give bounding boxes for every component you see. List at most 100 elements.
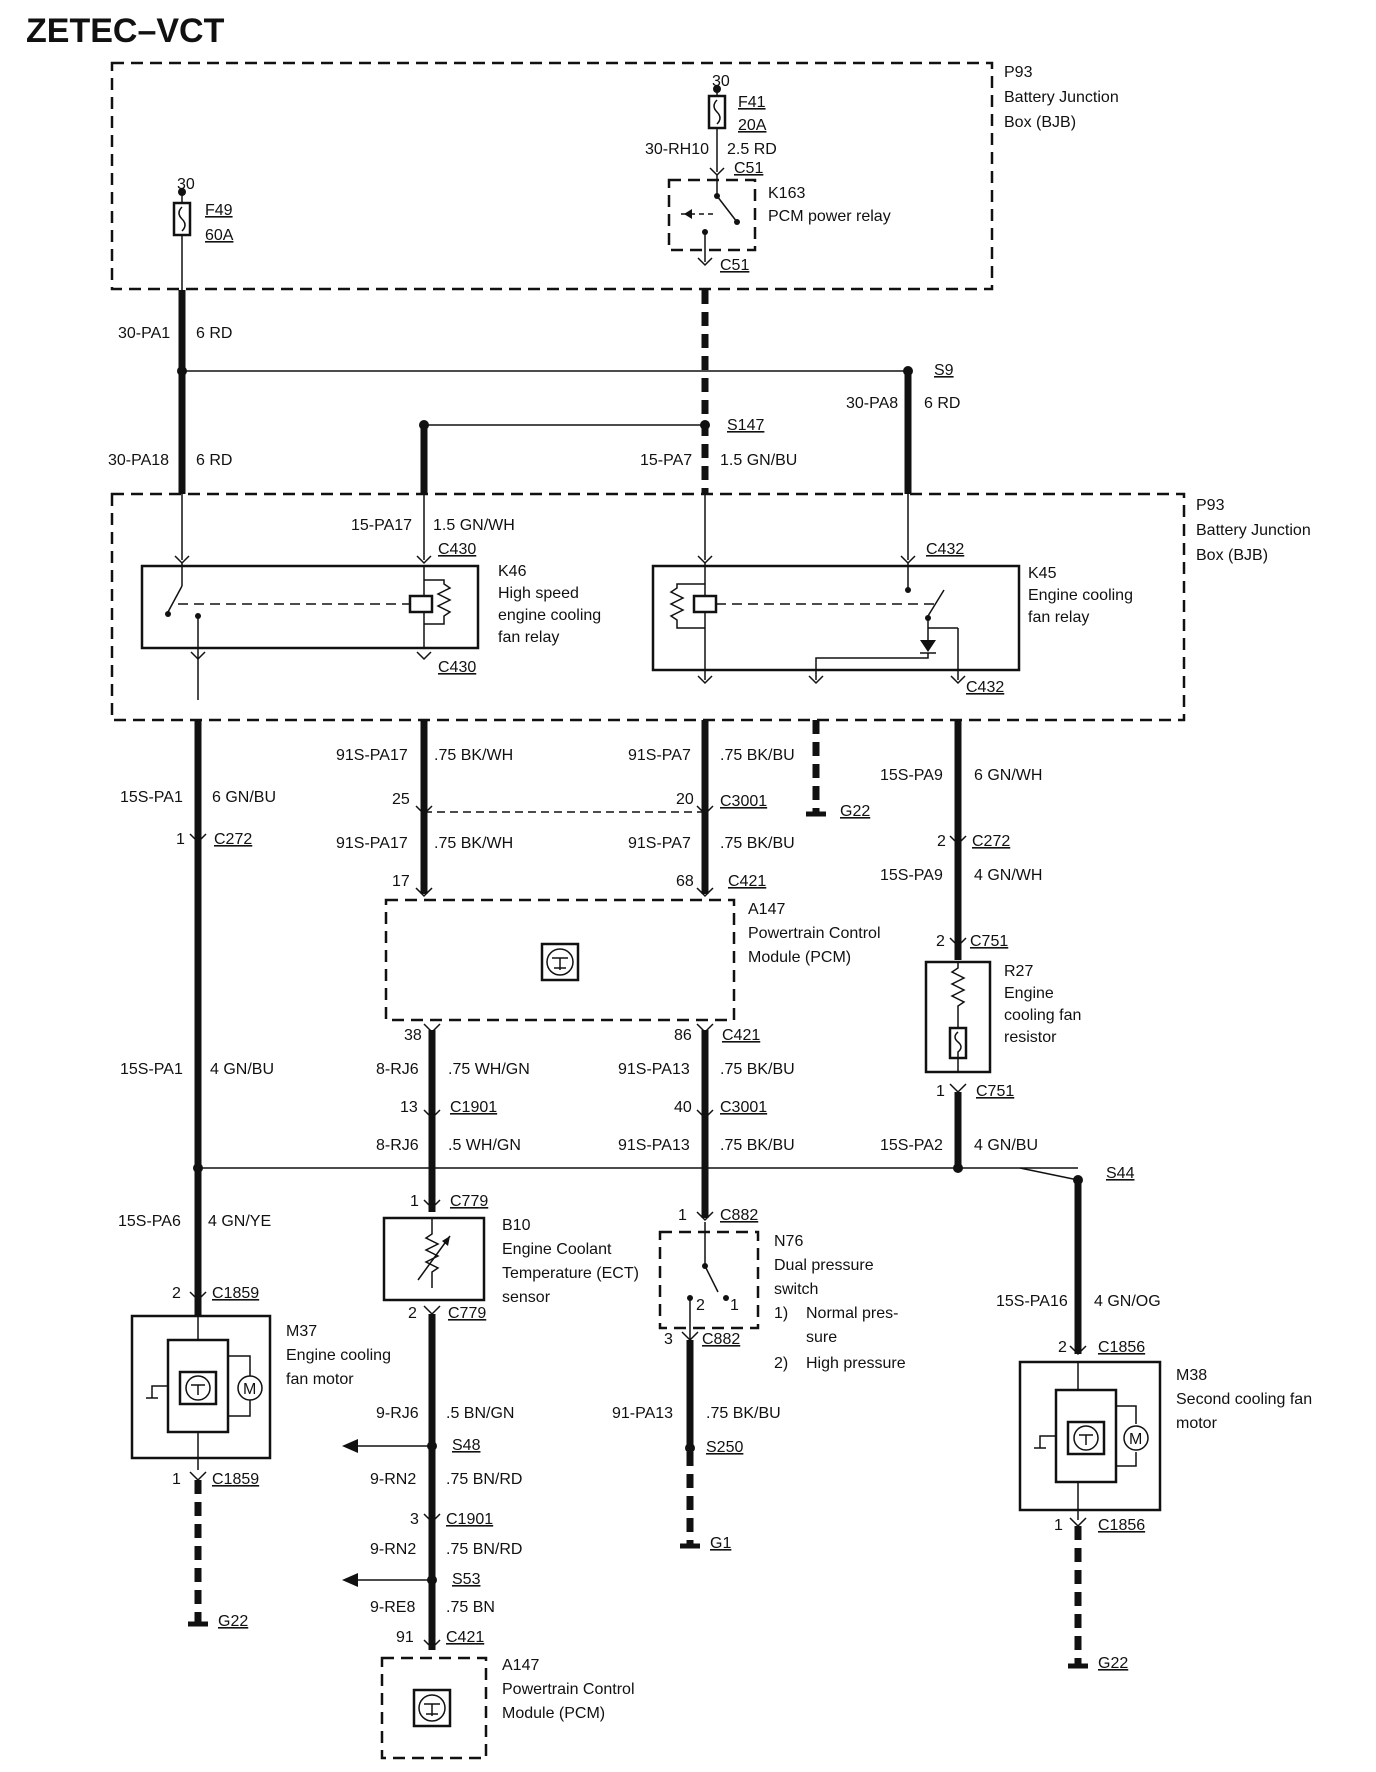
m38-desc-2: motor (1176, 1415, 1218, 1432)
pcm-icon-top-circle (546, 948, 574, 976)
a147-desc-a-1: Powertrain Control (748, 925, 881, 942)
n76-desc-2: switch (774, 1281, 818, 1298)
c51-connector-b (697, 257, 713, 267)
wire-15s-pa1-b-spec: 4 GN/BU (210, 1061, 274, 1078)
wire-15s-pa9-a-label: 15S-PA9 (880, 767, 943, 784)
c1859-label-b: C1859 (212, 1471, 259, 1488)
b10-desc-3: sensor (502, 1289, 551, 1306)
c1901-connector-a (423, 1109, 441, 1120)
k163-pivot (714, 193, 720, 199)
c1859-connector-a (189, 1291, 207, 1302)
c421-label-a: C421 (728, 873, 766, 890)
wire-30-pa18-spec: 6 RD (196, 452, 232, 469)
wire-91s-pa7-a-spec: .75 BK/BU (720, 747, 795, 764)
wire-91s-pa13-a-spec: .75 BK/BU (720, 1061, 795, 1078)
a147-pcm-top (384, 898, 736, 1022)
k45-label: K45 (1028, 565, 1057, 582)
s53-arrow (342, 1573, 358, 1587)
k46-switch-arm (167, 585, 183, 613)
n76-option-1-a: Normal pres- (806, 1305, 898, 1322)
c882-connector-a (696, 1211, 714, 1222)
m37-module-icon (178, 1370, 218, 1406)
wire-15s-pa1-b-label: 15S-PA1 (120, 1061, 183, 1078)
k45-conn-bottom-g (808, 675, 824, 685)
wire-9-re8-spec: .75 BN (446, 1599, 495, 1616)
wire-8-rj6-a-label: 8-RJ6 (376, 1061, 419, 1078)
n76-option-1-b: sure (806, 1329, 837, 1346)
c1859-pin-1: 1 (172, 1471, 181, 1488)
f41-label: F41 (738, 94, 766, 111)
bjb-label-top-1: Battery Junction (1004, 89, 1119, 106)
wire-8-rj6-b-label: 8-RJ6 (376, 1137, 419, 1154)
k45-resistor (669, 583, 705, 629)
wire-30-rh10-label: 30-RH10 (645, 141, 709, 158)
wire-9-rj6-spec: .5 BN/GN (446, 1405, 514, 1422)
k163-arrow (684, 209, 692, 219)
c1856-label-b: C1856 (1098, 1517, 1145, 1534)
c751-pin-2: 2 (936, 933, 945, 950)
c882-label-b: C882 (702, 1331, 740, 1348)
c430-connector-a (416, 555, 432, 565)
m38-motor-box (1018, 1360, 1162, 1512)
c3001-conn-25 (415, 805, 433, 816)
c3001-pin-40: 40 (674, 1099, 692, 1116)
c751-connector-b (949, 1083, 967, 1094)
n76-label: N76 (774, 1233, 803, 1250)
c882-pin-3: 3 (664, 1331, 673, 1348)
wire-9-rj6-label: 9-RJ6 (376, 1405, 419, 1422)
k45-coil (692, 594, 718, 614)
m37-module-icon-glyph (191, 1384, 205, 1395)
c1859-label-a: C1859 (212, 1285, 259, 1302)
k46-pivot (165, 611, 171, 617)
m37-ground (146, 1385, 168, 1399)
wire-15s-pa16-spec: 4 GN/OG (1094, 1293, 1161, 1310)
wire-91-pa13-spec: .75 BK/BU (706, 1405, 781, 1422)
a147-label-a: A147 (748, 901, 785, 918)
b10-thermistor (424, 1218, 440, 1288)
c779-label-b: C779 (448, 1305, 486, 1322)
k163-desc: PCM power relay (768, 208, 891, 225)
r27-fuse-element (954, 1014, 962, 1072)
m38-motor-symbol (1123, 1425, 1149, 1451)
c421-pin-91: 91 (396, 1629, 414, 1646)
n76-switch-arm (704, 1265, 719, 1293)
g22-left-label: G22 (218, 1613, 248, 1630)
m38-desc-1: Second cooling fan (1176, 1391, 1312, 1408)
c1856-label-a: C1856 (1098, 1339, 1145, 1356)
c1901-label-b: C1901 (446, 1511, 493, 1528)
c421-pin-38: 38 (404, 1027, 422, 1044)
f49-label: F49 (205, 202, 233, 219)
wire-30-pa1-label: 30-PA1 (118, 325, 170, 342)
f49-amp: 60A (205, 227, 234, 244)
wire-91-pa13-label: 91-PA13 (612, 1405, 673, 1422)
pcm-icon-top-glyph (552, 957, 568, 970)
c432-label-b: C432 (966, 679, 1004, 696)
b10-desc-1: Engine Coolant (502, 1241, 612, 1258)
k45-desc-2: fan relay (1028, 609, 1089, 626)
m38-module-icon (1066, 1420, 1106, 1456)
f49-fuse-element (178, 206, 186, 232)
c751-connector-a (949, 937, 967, 948)
c430-label-a: C430 (438, 541, 476, 558)
a147-desc-a-2: Module (PCM) (748, 949, 851, 966)
n76-pin-1: 1 (730, 1297, 739, 1314)
wire-91s-pa7-b-spec: .75 BK/BU (720, 835, 795, 852)
k46-conn-bottom-l (190, 651, 206, 661)
g22-right-label: G22 (1098, 1655, 1128, 1672)
m37-motor-symbol (237, 1375, 263, 1401)
c1859-connector-b (189, 1471, 207, 1482)
c272-connector-b (949, 835, 967, 846)
c779-connector-a (423, 1199, 441, 1210)
c421-conn-91 (423, 1639, 441, 1650)
k46-label: K46 (498, 563, 527, 580)
k45-diode (920, 640, 936, 652)
c421-conn-68 (696, 887, 714, 898)
p93-label-mid: P93 (1196, 497, 1225, 514)
s44-label: S44 (1106, 1165, 1135, 1182)
c272-pin-2: 2 (937, 833, 946, 850)
bjb-label-mid-2: Box (BJB) (1196, 547, 1268, 564)
n76-option-1-num: 1) (774, 1305, 788, 1322)
c751-pin-1: 1 (936, 1083, 945, 1100)
k46-resistor (424, 579, 452, 625)
